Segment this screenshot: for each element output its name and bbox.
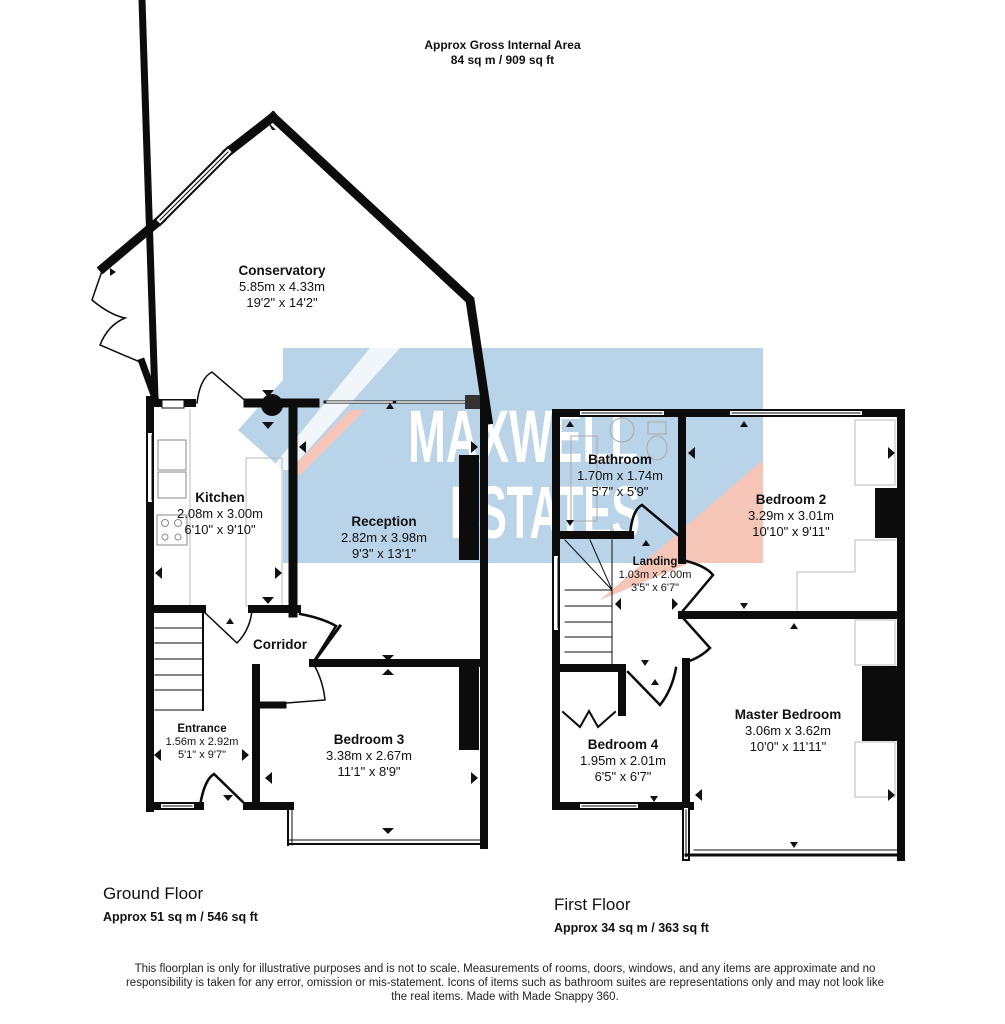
room-conservatory: Conservatory 5.85m x 4.33m 19'2" x 14'2"	[238, 263, 325, 311]
room-imperial: 19'2" x 14'2"	[246, 295, 318, 310]
ground-floor-area: Approx 51 sq m / 546 sq ft	[103, 910, 258, 924]
room-kitchen: Kitchen 2.08m x 3.00m 6'10" x 9'10"	[177, 490, 263, 538]
room-name: Bedroom 3	[333, 732, 405, 747]
room-landing: Landing 1.03m x 2.00m 3'5" x 6'7"	[619, 556, 692, 595]
room-metric: 3.29m x 3.01m	[748, 508, 834, 523]
room-reception: Reception 2.82m x 3.98m 9'3" x 13'1"	[341, 514, 427, 562]
gross-area-header: Approx Gross Internal Area 84 sq m / 909…	[0, 38, 1005, 68]
room-name: Kitchen	[195, 490, 245, 505]
room-metric: 1.95m x 2.01m	[580, 753, 666, 768]
room-metric: 3.06m x 3.62m	[745, 723, 831, 738]
first-floor-caption: First Floor Approx 34 sq m / 363 sq ft	[554, 895, 709, 935]
room-imperial: 11'1" x 8'9"	[337, 764, 401, 779]
ground-floor-caption: Ground Floor Approx 51 sq m / 546 sq ft	[103, 884, 258, 924]
room-bedroom-2: Bedroom 2 3.29m x 3.01m 10'10" x 9'11"	[748, 492, 834, 540]
room-name: Corridor	[253, 637, 307, 652]
room-metric: 1.56m x 2.92m	[165, 736, 239, 748]
room-name: Master Bedroom	[734, 707, 842, 722]
room-imperial: 6'5" x 6'7"	[594, 769, 652, 784]
first-floor-title: First Floor	[554, 895, 631, 914]
measurement-arrows	[110, 122, 895, 848]
room-entrance: Entrance 1.56m x 2.92m 5'1" x 9'7"	[166, 723, 239, 762]
room-name: Bedroom 4	[587, 737, 659, 752]
room-name: Entrance	[177, 723, 227, 735]
gross-area-value: 84 sq m / 909 sq ft	[450, 53, 555, 67]
ground-floor-title: Ground Floor	[103, 884, 204, 903]
room-imperial: 9'3" x 13'1"	[351, 546, 417, 561]
room-imperial: 10'10" x 9'11"	[752, 524, 830, 539]
room-metric: 1.03m x 2.00m	[618, 569, 692, 581]
room-name: Landing	[632, 556, 678, 568]
room-metric: 2.08m x 3.00m	[177, 506, 263, 521]
room-metric: 2.82m x 3.98m	[341, 530, 427, 545]
gross-area-title: Approx Gross Internal Area	[424, 38, 581, 52]
disclaimer-text: This floorplan is only for illustrative …	[125, 963, 885, 1003]
room-bedroom-4: Bedroom 4 1.95m x 2.01m 6'5" x 6'7"	[580, 737, 666, 785]
room-imperial: 3'5" x 6'7"	[630, 582, 680, 594]
room-bedroom-3: Bedroom 3 3.38m x 2.67m 11'1" x 8'9"	[326, 732, 412, 780]
room-imperial: 6'10" x 9'10"	[184, 522, 256, 537]
room-name: Bathroom	[588, 452, 652, 467]
watermark-text-1: MAXWELL	[408, 395, 638, 478]
room-master-bedroom: Master Bedroom 3.06m x 3.62m 10'0" x 11'…	[735, 707, 842, 755]
room-metric: 1.70m x 1.74m	[577, 468, 663, 483]
room-name: Conservatory	[238, 263, 326, 278]
room-metric: 3.38m x 2.67m	[326, 748, 412, 763]
conservatory-wall-right	[266, 110, 494, 426]
first-floor-area: Approx 34 sq m / 363 sq ft	[554, 921, 709, 935]
room-metric: 5.85m x 4.33m	[238, 279, 325, 294]
room-bathroom: Bathroom 1.70m x 1.74m 5'7" x 5'9"	[577, 452, 663, 500]
room-name: Reception	[351, 514, 417, 529]
room-corridor: Corridor	[253, 637, 307, 653]
room-imperial: 10'0" x 11'11"	[749, 739, 827, 754]
room-imperial: 5'7" x 5'9"	[591, 484, 649, 499]
room-imperial: 5'1" x 9'7"	[177, 749, 227, 761]
room-name: Bedroom 2	[755, 492, 827, 507]
